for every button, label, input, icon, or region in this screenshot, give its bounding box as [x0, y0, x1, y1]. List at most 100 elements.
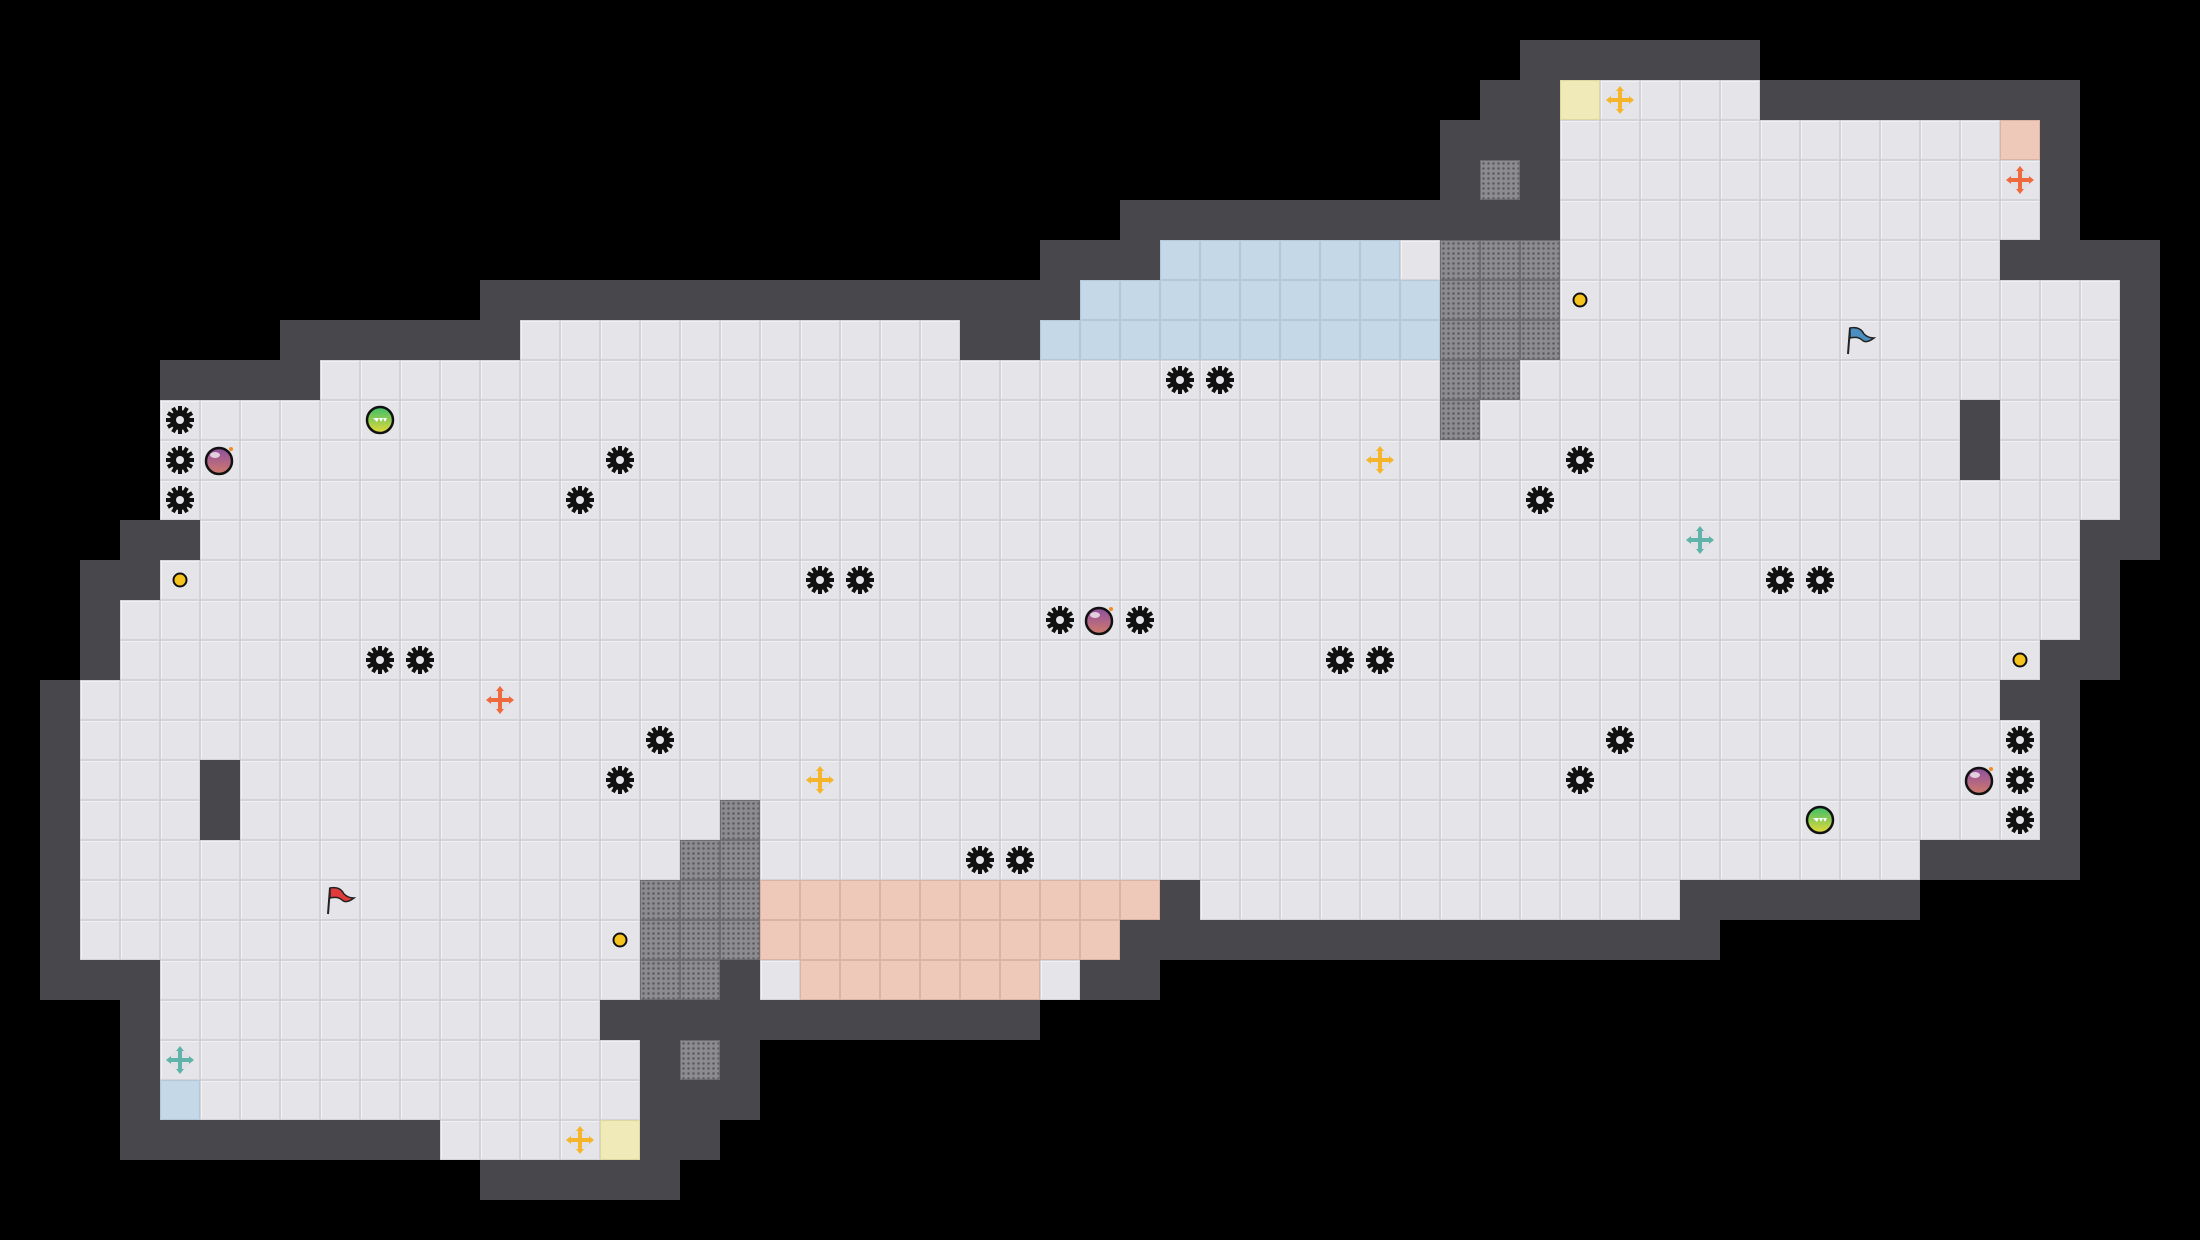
- floor-tile: [1760, 240, 1800, 280]
- floor-tile: [1640, 600, 1680, 640]
- floor-tile: [280, 1000, 320, 1040]
- coin-icon: [2000, 640, 2040, 680]
- floor-tile: [1560, 640, 1600, 680]
- metal-block: [720, 920, 760, 960]
- floor-tile: [520, 920, 560, 960]
- floor-tile: [960, 640, 1000, 680]
- wall-tile: [520, 280, 560, 320]
- floor-tile: [1080, 560, 1120, 600]
- floor-tile: [720, 560, 760, 600]
- floor-tile: [1040, 520, 1080, 560]
- water-tile: [1160, 280, 1200, 320]
- floor-tile: [240, 680, 280, 720]
- wall-tile: [800, 1000, 840, 1040]
- floor-tile: [2080, 440, 2120, 480]
- floor-tile: [240, 720, 280, 760]
- floor-tile: [480, 1000, 520, 1040]
- floor-tile: [1920, 760, 1960, 800]
- water-tile: [1240, 320, 1280, 360]
- floor-tile: [1280, 360, 1320, 400]
- floor-tile: [1120, 360, 1160, 400]
- floor-tile: [360, 480, 400, 520]
- floor-tile: [1720, 240, 1760, 280]
- floor-tile: [880, 480, 920, 520]
- floor-tile: [240, 880, 280, 920]
- floor-tile: [120, 640, 160, 680]
- wall-tile: [1600, 40, 1640, 80]
- floor-tile: [560, 760, 600, 800]
- salmon-tile: [840, 880, 880, 920]
- floor-tile: [560, 600, 600, 640]
- floor-tile: [800, 520, 840, 560]
- floor-tile: [440, 640, 480, 680]
- floor-tile: [80, 800, 120, 840]
- wall-tile: [40, 880, 80, 920]
- water-tile: [1040, 320, 1080, 360]
- floor-tile: [1200, 440, 1240, 480]
- wall-tile: [2040, 800, 2080, 840]
- wall-tile: [1080, 240, 1120, 280]
- wall-tile: [1480, 200, 1520, 240]
- wall-tile: [720, 1000, 760, 1040]
- wall-tile: [2120, 320, 2160, 360]
- floor-tile: [1280, 680, 1320, 720]
- wall-tile: [320, 1120, 360, 1160]
- wall-tile: [1440, 920, 1480, 960]
- water-tile: [1080, 280, 1120, 320]
- floor-tile: [680, 360, 720, 400]
- floor-tile: [1000, 560, 1040, 600]
- floor-tile: [360, 920, 400, 960]
- floor-tile: [760, 720, 800, 760]
- floor-tile: [1560, 720, 1600, 760]
- metal-block: [680, 920, 720, 960]
- wall-tile: [640, 1000, 680, 1040]
- floor-tile: [1560, 120, 1600, 160]
- wall-tile: [2040, 680, 2080, 720]
- floor-tile: [440, 1120, 480, 1160]
- floor-tile: [1840, 160, 1880, 200]
- yellow-cross-arrows-icon: [800, 760, 840, 800]
- floor-tile: [1360, 840, 1400, 880]
- floor-tile: [1400, 760, 1440, 800]
- floor-tile: [480, 1040, 520, 1080]
- floor-tile: [1840, 760, 1880, 800]
- floor-tile: [800, 640, 840, 680]
- floor-tile: [1800, 520, 1840, 560]
- floor-tile: [400, 600, 440, 640]
- floor-tile: [1000, 400, 1040, 440]
- floor-tile: [720, 760, 760, 800]
- floor-tile: [1720, 800, 1760, 840]
- floor-tile: [1600, 840, 1640, 880]
- spike-gear-icon: [1360, 640, 1400, 680]
- spike-gear-icon: [600, 760, 640, 800]
- floor-tile: [840, 320, 880, 360]
- floor-tile: [800, 680, 840, 720]
- wall-tile: [1120, 920, 1160, 960]
- floor-tile: [1800, 160, 1840, 200]
- salmon-tile: [1080, 920, 1120, 960]
- wall-tile: [1960, 80, 2000, 120]
- floor-tile: [1480, 640, 1520, 680]
- floor-tile: [1200, 480, 1240, 520]
- floor-tile: [440, 840, 480, 880]
- floor-tile: [1560, 880, 1600, 920]
- floor-tile: [1800, 760, 1840, 800]
- wall-tile: [40, 720, 80, 760]
- floor-tile: [1720, 560, 1760, 600]
- salmon-tile: [920, 880, 960, 920]
- floor-tile: [1960, 800, 2000, 840]
- floor-tile: [2040, 440, 2080, 480]
- water-tile: [1320, 280, 1360, 320]
- floor-tile: [120, 760, 160, 800]
- wall-tile: [40, 920, 80, 960]
- floor-tile: [1400, 400, 1440, 440]
- floor-tile: [760, 680, 800, 720]
- floor-tile: [1320, 720, 1360, 760]
- floor-tile: [1520, 600, 1560, 640]
- wall-tile: [1000, 280, 1040, 320]
- floor-tile: [720, 640, 760, 680]
- floor-tile: [280, 520, 320, 560]
- floor-tile: [1600, 400, 1640, 440]
- wall-tile: [800, 280, 840, 320]
- floor-tile: [1240, 680, 1280, 720]
